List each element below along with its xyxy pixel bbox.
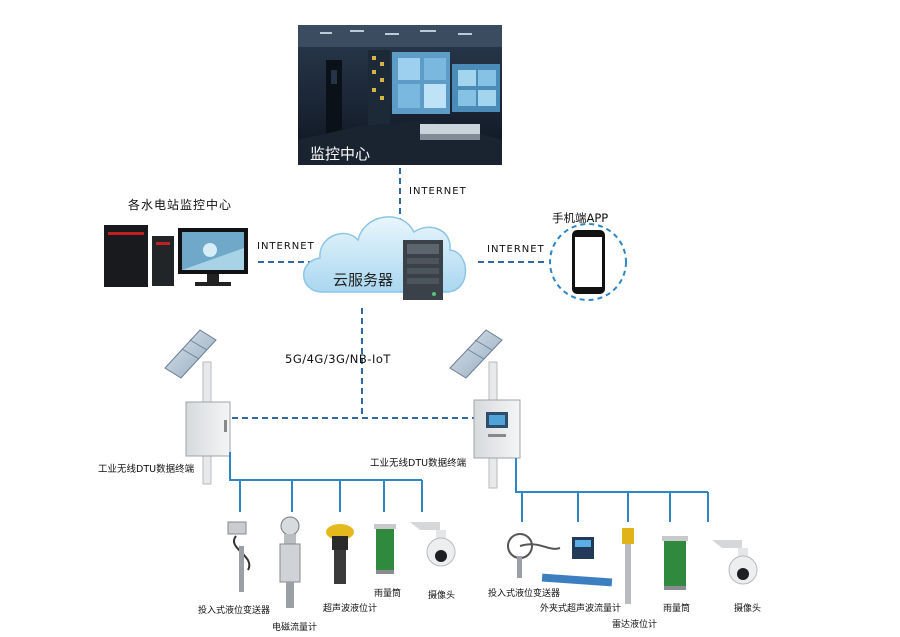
dtu-box-right [473,399,521,459]
solar-panel-right [449,329,503,379]
dtu-right-label: 工业无线DTU数据终端 [370,458,467,469]
device-label: 电磁流量计 [272,623,318,633]
device-label: 雨量筒 [374,589,402,599]
ultrasonic-level-meter-icon [326,524,354,584]
device-label: 雷达液位计 [612,620,658,630]
device-bus-right [515,458,709,522]
device-label: 超声波液位计 [323,604,378,614]
device-label: 投入式液位变送器 [198,606,271,616]
link-left-label: INTERNET [257,241,315,252]
cloud-server-label: 云服务器 [333,271,394,289]
mobile-app-label: 手机端APP [552,211,609,225]
rain-gauge-icon [662,536,688,590]
electromagnetic-flowmeter-icon [279,516,301,608]
monitoring-center-label: 监控中心 [310,145,371,163]
monitor-icon [178,228,248,286]
link-top-label: INTERNET [409,186,467,197]
dtu-left-label: 工业无线DTU数据终端 [98,464,195,475]
station-monitoring-center-label: 各水电站监控中心 [128,198,233,212]
server-icon [403,240,443,300]
device-label: 摄像头 [428,591,456,601]
solar-panel-left [164,329,217,379]
device-label: 摄像头 [734,604,762,614]
device-label: 投入式液位变送器 [488,589,561,599]
rain-gauge-icon [374,524,396,574]
device-label: 雨量筒 [663,604,691,614]
level-transmitter-icon [507,533,561,578]
link-right-label: INTERNET [487,244,545,255]
network-links [232,168,548,419]
clamp-on-ultrasonic-flowmeter-icon [541,537,613,587]
camera-icon [712,540,758,585]
radar-level-meter-icon [622,528,634,604]
device-bus-left [229,452,423,512]
camera-icon [410,522,456,567]
workstation-icon [104,225,174,287]
device-label: 外夹式超声波流量计 [540,604,622,614]
link-bottom-label: 5G/4G/3G/NB-IoT [285,352,391,366]
smartphone-icon [549,223,627,301]
monitoring-center-image [298,25,502,165]
dtu-box-left [185,401,231,457]
level-transmitter-icon [227,521,251,592]
